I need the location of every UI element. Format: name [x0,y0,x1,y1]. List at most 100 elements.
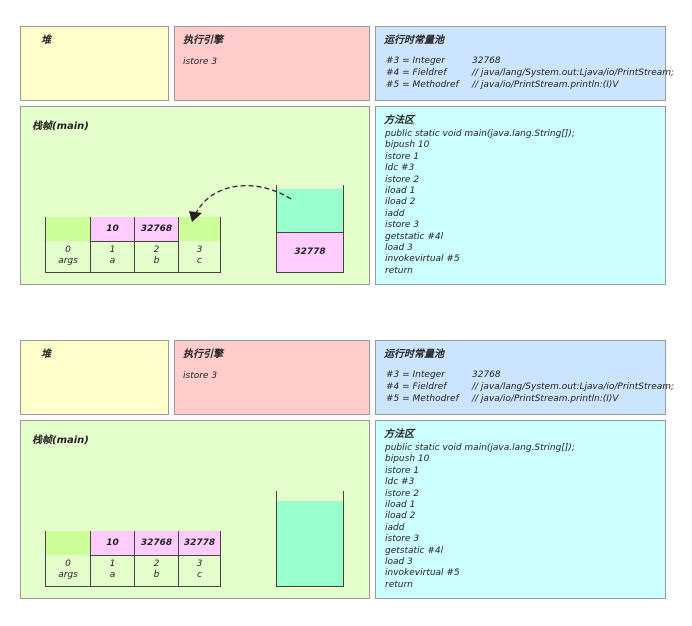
engine-title: 执行引擎 [183,349,223,360]
bytecode-line: public static void main(java.lang.String… [385,443,575,453]
slot-value: 32768 [135,217,178,242]
slot-value: 32768 [135,531,178,556]
slot-value [46,531,90,555]
slot-value [179,217,220,241]
slot-label: 3 c [179,245,220,267]
method-area-box: 方法区 public static void main(java.lang.St… [375,420,666,599]
slot-label: 1 a [91,559,134,581]
bytecode-line: return [385,265,413,276]
pool-value: // java/lang/System.out:Ljava/io/PrintSt… [472,68,675,78]
slot-var-name: args [58,570,78,580]
slot-label: 2 b [135,245,178,267]
slot-label: 0 args [46,559,90,581]
heap-box: 堆 [20,340,169,415]
pool-value: // java/lang/System.out:Ljava/io/PrintSt… [472,382,675,392]
bytecode-line: load 3 [385,556,413,567]
slot-label: 1 a [91,245,134,267]
pool-value: 32768 [472,56,501,66]
bytecode-line: istore 2 [385,174,420,185]
local-slot-3: 32778 3 c [178,531,220,586]
bytecode-line: ldc #3 [385,477,415,488]
method-title: 方法区 [384,429,414,440]
bytecode-line: iload 1 [385,185,416,196]
slot-var-name: b [153,570,160,580]
bytecode-line: istore 1 [385,465,420,476]
pool-value: 32768 [472,370,501,380]
pool-ref: #4 = Fieldref [386,68,447,78]
slot-index: 2 [153,245,160,255]
bytecode-line: public static void main(java.lang.String… [385,129,575,139]
local-slot-3: 3 c [178,217,220,272]
constant-pool-box: 运行时常量池 #3 = Integer 32768 #4 = Fieldref … [375,26,674,101]
bytecode-line: istore 3 [385,220,420,231]
slot-value: 10 [91,217,134,242]
bytecode-list: public static void main(java.lang.String… [385,129,575,277]
bytecode-line: ldc #3 [385,163,415,174]
heap-title: 堆 [41,35,51,46]
constant-pool-box: 运行时常量池 #3 = Integer 32768 #4 = Fieldref … [375,340,674,415]
bytecode-line: iload 1 [385,499,416,510]
bytecode-line: iload 2 [385,197,416,208]
slot-var-name: a [109,256,116,266]
bytecode-list: public static void main(java.lang.String… [385,443,575,591]
store-arrow [189,184,292,222]
pool-value: // java/io/PrintStream.println:(I)V [472,80,619,90]
stack-frame-box: 栈帧(main) 0 args 10 1 a 32768 2 [20,420,370,599]
stack-free-space [277,189,343,233]
store-arrow-head [189,211,202,222]
engine-instruction: istore 3 [183,57,218,67]
slot-value: 10 [91,531,134,556]
stack-frame-box: 栈帧(main) 0 args 10 1 a 32768 2 [20,106,370,285]
slot-var-name: c [197,256,202,266]
execution-engine-box: 执行引擎 istore 3 [174,26,370,101]
slot-index: 0 [65,245,71,255]
pool-value: // java/io/PrintStream.println:(I)V [472,394,619,404]
slot-value [46,217,90,241]
engine-instruction: istore 3 [183,371,218,381]
slot-index: 1 [109,559,116,569]
slot-index: 2 [153,559,160,569]
operand-stack: 32778 [276,185,344,273]
method-title: 方法区 [384,115,414,126]
local-slot-2: 32768 2 b [134,531,178,586]
heap-box: 堆 [20,26,169,101]
bytecode-line: bipush 10 [385,454,430,465]
method-area-box: 方法区 public static void main(java.lang.St… [375,106,666,285]
frame-title: 栈帧(main) [32,121,89,132]
slot-index: 3 [196,559,203,569]
bytecode-line: bipush 10 [385,140,430,151]
pool-ref: #5 = Methodref [386,394,459,404]
slot-label: 3 c [179,559,220,581]
frame-title: 栈帧(main) [32,435,89,446]
slot-index: 0 [65,559,71,569]
bytecode-line: iload 2 [385,511,416,522]
bytecode-line: istore 1 [385,151,420,162]
bytecode-line: getstatic #4l [385,545,444,556]
local-slot-1: 10 1 a [90,217,134,272]
slot-label: 0 args [46,245,90,267]
slot-index: 1 [109,245,116,255]
slot-label: 2 b [135,559,178,581]
local-slot-1: 10 1 a [90,531,134,586]
slot-value: 32778 [179,531,220,556]
bytecode-line: iadd [385,522,405,533]
bytecode-line: invokevirtual #5 [385,568,460,579]
bytecode-line: invokevirtual #5 [385,254,460,265]
bytecode-line: return [385,579,413,590]
slot-index: 3 [196,245,203,255]
slot-var-name: args [58,256,78,266]
execution-engine-box: 执行引擎 istore 3 [174,340,370,415]
bytecode-line: istore 3 [385,534,420,545]
local-variable-table: 0 args 10 1 a 32768 2 b 32778 [45,531,221,587]
pool-ref: #4 = Fieldref [386,382,447,392]
local-slot-2: 32768 2 b [134,217,178,272]
heap-title: 堆 [41,349,51,360]
stack-free-space [277,501,343,586]
pool-ref: #3 = Integer [386,370,445,380]
pool-title: 运行时常量池 [384,349,444,360]
bytecode-line: iadd [385,208,405,219]
local-variable-table: 0 args 10 1 a 32768 2 b [45,217,221,273]
store-arrow-curve [194,184,292,216]
pool-ref: #3 = Integer [386,56,445,66]
operand-stack [276,491,344,587]
